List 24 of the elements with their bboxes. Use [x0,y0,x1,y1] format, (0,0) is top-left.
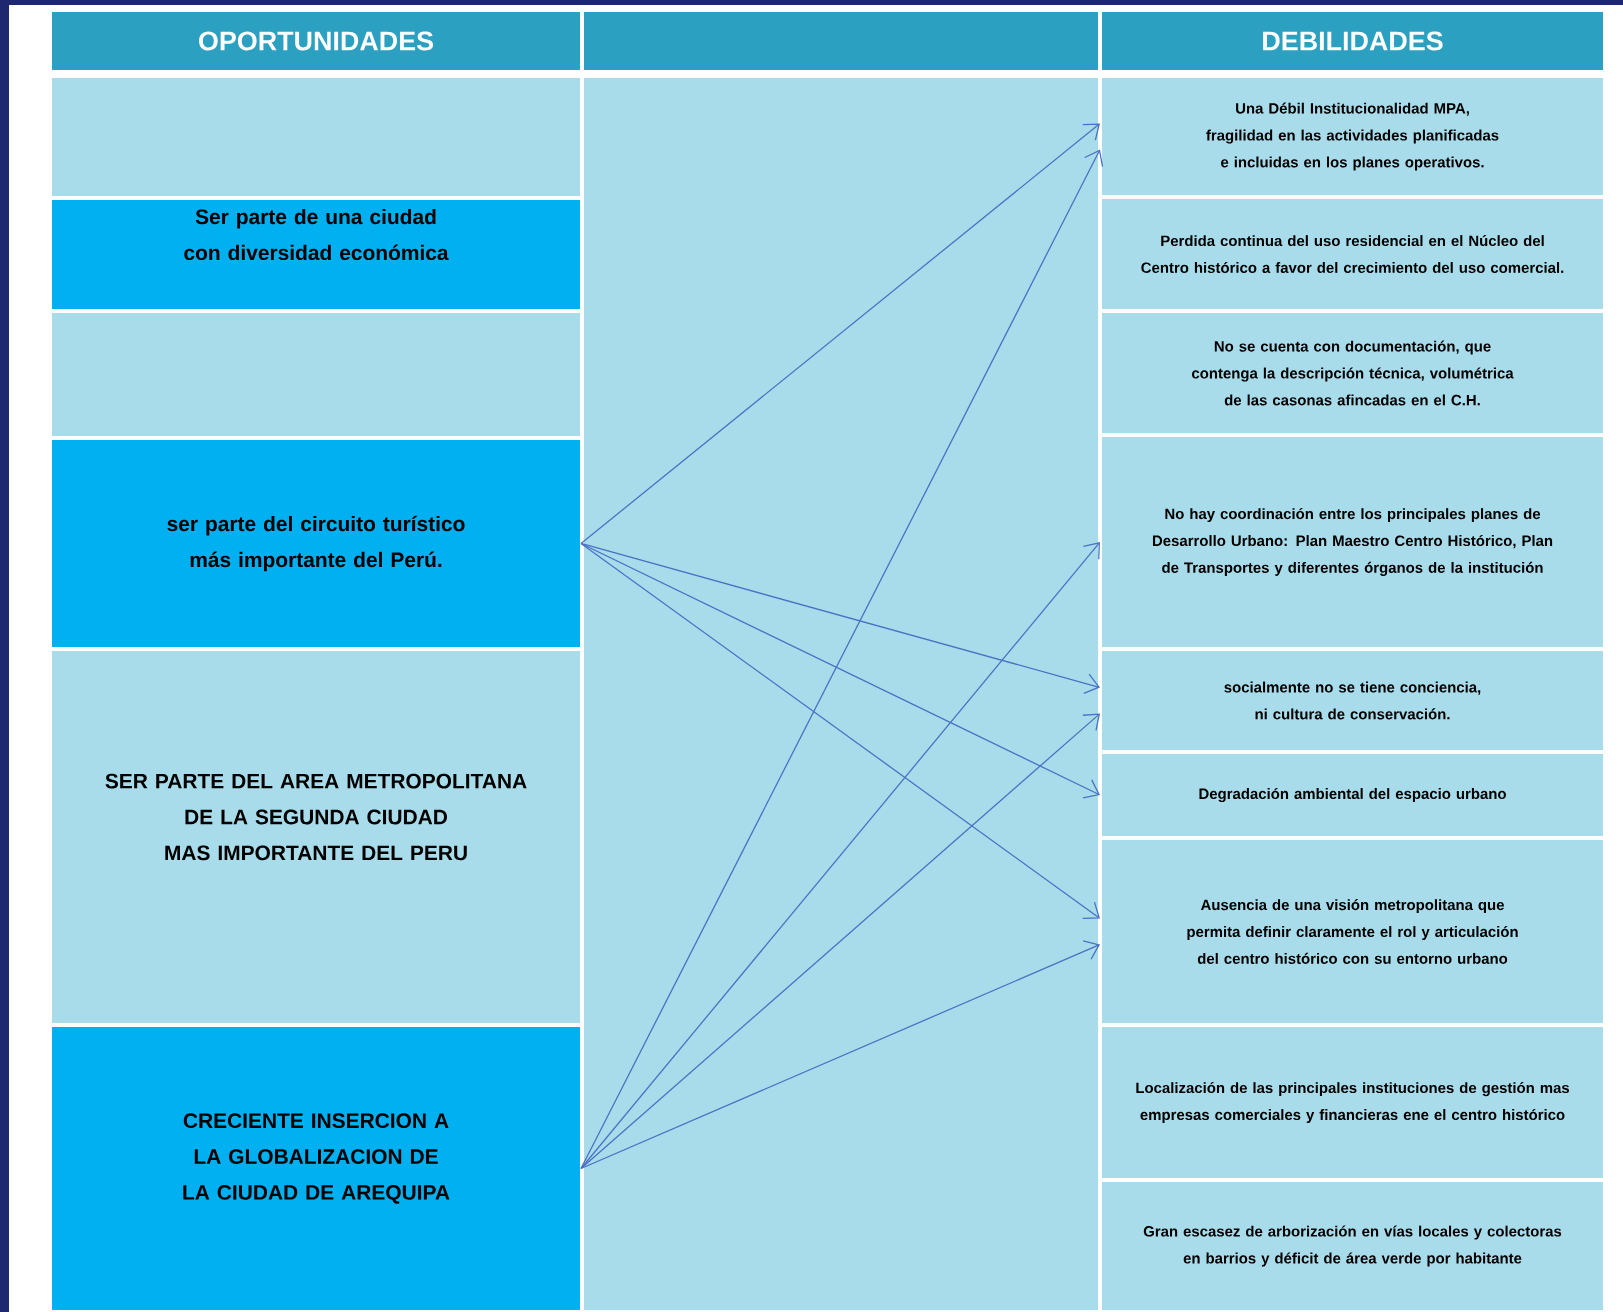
arrow [580,149,1104,1170]
header-cell: DEBILIDADES [1102,12,1603,70]
header-cell: OPORTUNIDADES [52,12,580,70]
table-cell: Perdida continua del uso residencial en el Núcleo del Centro histórico a favor del crecimiento del uso comercial. [1102,199,1603,309]
arrow [580,123,1100,545]
table-cell: socialmente no se tiene conciencia, ni cultura de conservación. [1102,651,1603,750]
table-cell: Una Débil Institucionalidad MPA, fragilidad en las actividades planificadas e incluidas en los planes operativos. [1102,78,1603,195]
header-cell [584,12,1098,70]
table-cell: Gran escasez de arborización en vías locales y colectoras en barrios y déficit de área verde por habitante [1102,1182,1603,1310]
table-cell: Localización de las principales instituciones de gestión mas empresas comerciales y financieras ene el centro histórico [1102,1027,1603,1178]
table-cell: Degradación ambiental del espacio urbano [1102,754,1603,836]
table-cell: CRECIENTE INSERCION A LA GLOBALIZACION DE LA CIUDAD DE AREQUIPA [52,1027,580,1310]
arrow [580,542,1100,919]
arrow [580,940,1100,1170]
table-cell [52,313,580,436]
arrow [580,713,1100,1170]
table-cell: Ausencia de una visión metropolitana que permita definir claramente el rol y articulación del centro histórico con su entorno urbano [1102,840,1603,1023]
table-cell: Ser parte de una ciudad con diversidad económica [52,200,580,309]
table-cell: No hay coordinación entre los principales planes de Desarrollo Urbano: Plan Maestro Centro Histórico, Plan de Transportes y diferentes órganos de la institución [1102,437,1603,647]
table-cell: SER PARTE DEL AREA METROPOLITANA DE LA SEGUNDA CIUDAD MAS IMPORTANTE DEL PERU [52,651,580,1023]
arrow [580,542,1100,799]
table-cell: ser parte del circuito turístico más importante del Perú. [52,440,580,647]
table-cell [52,78,580,196]
table-cell: No se cuenta con documentación, que contenga la descripción técnica, volumétrica de las casonas afincadas en el C.H. [1102,313,1603,433]
